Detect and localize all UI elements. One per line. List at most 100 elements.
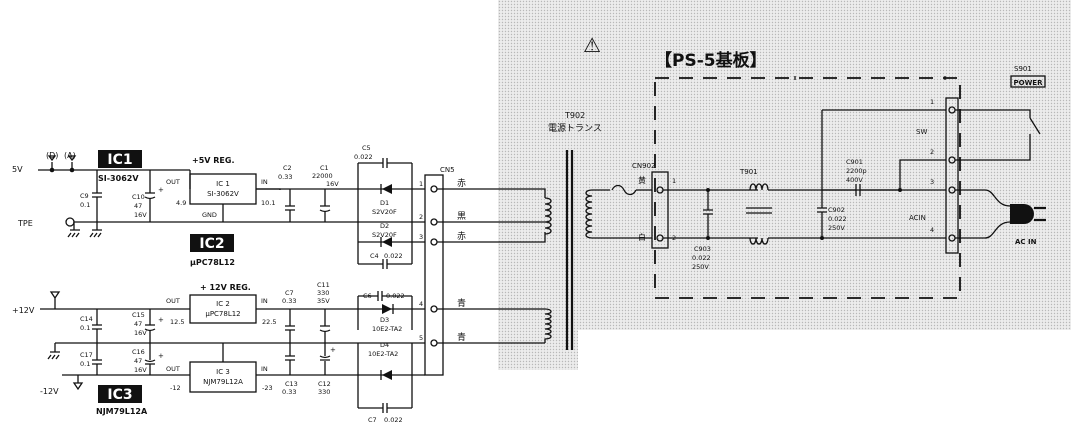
ic1-out-label: OUT	[166, 178, 180, 186]
d4-label: D4	[380, 341, 389, 349]
ic1-name: IC 1	[216, 180, 230, 188]
c11-value: 330	[317, 289, 329, 297]
c6-label: C6	[363, 292, 372, 300]
cn5-label: CN5	[440, 166, 455, 174]
c14-label: C14	[80, 315, 93, 323]
c14-value: 0.1	[80, 324, 90, 332]
wire-color-5: 青	[457, 331, 466, 343]
c902-label: C902	[828, 206, 845, 214]
c903-label: C903	[694, 245, 711, 253]
t901-label: T901	[739, 168, 758, 176]
board-title: 【PS-5基板】	[655, 50, 767, 71]
ic1-gnd-label: GND	[202, 211, 217, 219]
ic2-badge-label: IC2	[199, 236, 224, 252]
board-outline	[654, 77, 961, 299]
cn902-color-1: 黄	[638, 175, 646, 185]
rail-plus12v: +12V	[12, 306, 35, 315]
cn902-pin-1: 1	[672, 177, 676, 185]
ps5-board-shading	[498, 0, 1071, 330]
c13-label: C13	[285, 380, 298, 388]
cn902-connector	[651, 171, 669, 249]
power-switch	[955, 109, 1031, 161]
c16-polarity: +	[158, 352, 164, 360]
ic2-out-label: OUT	[166, 297, 180, 305]
cn5-connector	[424, 174, 444, 376]
c16-label: C16	[132, 348, 145, 356]
c12-polarity: +	[330, 346, 336, 354]
rail-tpe: TPE	[17, 219, 33, 228]
c9-value: 0.1	[80, 201, 90, 209]
ic2-in-voltage: 22.5	[262, 318, 276, 326]
c7a-label: C7	[285, 289, 294, 297]
cn5-pin-3: 3	[419, 233, 423, 241]
c902-voltage: 250V	[828, 224, 845, 232]
ac-cord	[955, 189, 1011, 239]
c5-label: C5	[362, 144, 371, 152]
c902-value: 0.022	[828, 215, 847, 223]
t902-primary-coil	[585, 189, 593, 239]
cn5-pin-2: 2	[419, 213, 423, 221]
ic3-badge-label: IC3	[107, 387, 132, 403]
ic2-part: μPC78L12	[190, 258, 235, 267]
c16-voltage: 16V	[134, 366, 147, 374]
t902-secondary-coils	[544, 197, 552, 343]
d3-diode	[382, 304, 392, 314]
c11-voltage: 35V	[317, 297, 330, 305]
t901-coils	[746, 183, 772, 245]
terminal-pin-1: 1	[930, 98, 934, 106]
ic3-in-label: IN	[261, 365, 268, 373]
c4-value: 0.022	[384, 252, 403, 260]
c7b-label: C7	[368, 416, 377, 424]
c6-value: 0.022	[386, 292, 405, 300]
cn902-color-2: 白	[638, 232, 646, 242]
c7a-value: 0.33	[282, 297, 296, 305]
c901-value: 2200p	[846, 167, 867, 175]
c10-value: 47	[134, 202, 142, 210]
ic1-in-voltage: 10.1	[261, 199, 275, 207]
c12-label: C12	[318, 380, 331, 388]
ic2-part-box: μPC78L12	[205, 310, 240, 318]
cn5-pin-1: 1	[419, 180, 423, 188]
c2-label: C2	[283, 164, 292, 172]
s901-label: S901	[1014, 65, 1032, 73]
terminal-pin-2: 2	[930, 148, 934, 156]
d1-part: S2V20F	[372, 208, 397, 216]
ac-plug	[1010, 204, 1034, 224]
d3-part: 10E2-TA2	[372, 325, 402, 333]
ic2-badge	[190, 234, 234, 252]
tpe-terminal	[65, 217, 75, 227]
t902-desc: 電源トランス	[548, 123, 602, 134]
warning-icon: ⚠	[583, 33, 601, 57]
ac-in-label: AC IN	[1015, 238, 1037, 246]
c15-label: C15	[132, 311, 145, 319]
ic3-out-voltage: -12	[170, 384, 181, 392]
cn902-label: CN902	[632, 162, 656, 170]
c7b-value: 0.022	[384, 416, 403, 424]
c903-voltage: 250V	[692, 263, 709, 271]
c15-polarity: +	[158, 316, 164, 324]
ic1-badge-label: IC1	[107, 152, 132, 168]
ic2-name: IC 2	[216, 300, 230, 308]
c12-value: 330	[318, 388, 330, 396]
rail-5v: 5V	[12, 165, 23, 174]
ic3-part: NJM79L12A	[96, 407, 148, 416]
ic2-in-label: IN	[261, 297, 268, 305]
d2-label: D2	[380, 222, 389, 230]
cn5-pins	[430, 185, 438, 347]
d2-part: S2V20F	[372, 231, 397, 239]
c16-value: 47	[134, 357, 142, 365]
c2-value: 0.33	[278, 173, 292, 181]
ic2-out-voltage: 12.5	[170, 318, 184, 326]
wire-color-3: 赤	[457, 231, 466, 242]
c10-voltage: 16V	[134, 211, 147, 219]
ac-terminal-block	[945, 97, 959, 254]
wire-color-4: 青	[457, 297, 466, 309]
c1-label: C1	[320, 164, 329, 172]
c1-voltage: 16V	[326, 180, 339, 188]
t902-label: T902	[564, 111, 585, 120]
ic3-out-label: OUT	[166, 365, 180, 373]
c903-value: 0.022	[692, 254, 711, 262]
d1-diode	[382, 184, 392, 194]
ic1-part: SI-3062V	[98, 174, 139, 183]
